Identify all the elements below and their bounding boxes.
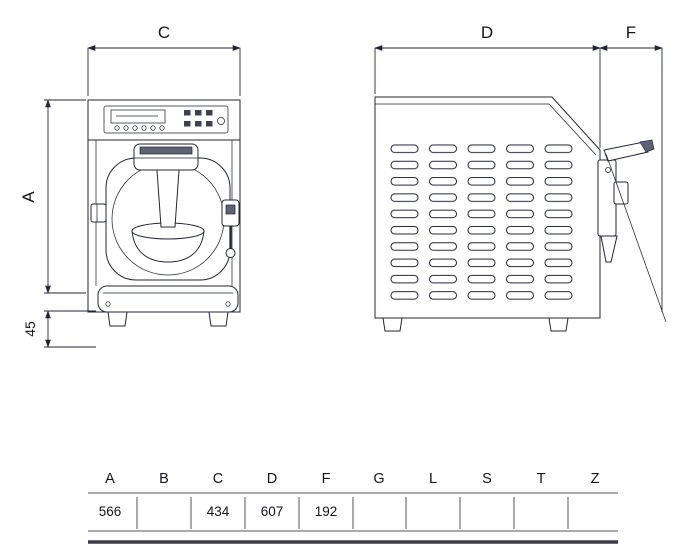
table-header: S: [482, 471, 492, 487]
table-header: B: [159, 471, 169, 487]
table-header: C: [213, 471, 223, 487]
dim-label-d: D: [481, 23, 493, 42]
dim-label-a: A: [19, 191, 38, 203]
dim-d: D: [374, 23, 601, 148]
keypad-buttons: [184, 110, 213, 127]
control-panel: [103, 105, 229, 134]
mixing-bowl: [131, 230, 205, 263]
spout: [600, 235, 618, 263]
table-header: L: [429, 471, 437, 487]
drip-tray: [97, 285, 239, 313]
table-value: 607: [261, 504, 284, 519]
table-value: 434: [207, 504, 230, 519]
side-foot-rear: [382, 317, 403, 332]
display-screen: [110, 109, 166, 124]
dim-c: C: [87, 23, 241, 96]
front-foot-right: [208, 311, 229, 327]
front-foot-left: [107, 311, 128, 327]
dim-label-45: 45: [22, 321, 38, 337]
lever-grip: [639, 139, 655, 153]
dim-a: A: [19, 99, 86, 294]
dim-label-c: C: [158, 23, 170, 42]
dim-45: 45: [22, 310, 96, 348]
table-header: F: [322, 471, 331, 487]
dispense-head: [133, 143, 199, 171]
head-block: [613, 181, 629, 205]
table-header: G: [373, 471, 384, 487]
lever-arm: [603, 141, 649, 162]
ventilation-louvers: [390, 142, 582, 305]
door-swing-line: [605, 153, 667, 323]
table-cell-separators: [136, 497, 569, 529]
side-view: [374, 96, 667, 332]
spec-table: A B C D F G L S T Z 566 434 607 192: [88, 471, 618, 544]
power-knob: [217, 117, 225, 125]
auger-stem: [156, 169, 180, 228]
table-header: D: [267, 471, 277, 487]
table-value: 192: [315, 504, 338, 519]
table-header: A: [105, 471, 115, 487]
table-header: T: [537, 471, 546, 487]
dispense-lever: [221, 199, 240, 258]
side-knob: [90, 203, 107, 223]
top-panel-seam: [375, 103, 597, 156]
button-dots: [114, 125, 165, 131]
head-bolt: [605, 167, 611, 173]
dim-f: F: [599, 23, 663, 312]
dispense-head-side: [597, 139, 667, 323]
side-foot-front: [548, 317, 569, 332]
table-value: 566: [99, 504, 122, 519]
front-view: [87, 99, 241, 327]
dim-label-f: F: [626, 23, 636, 42]
table-header: Z: [591, 471, 600, 487]
